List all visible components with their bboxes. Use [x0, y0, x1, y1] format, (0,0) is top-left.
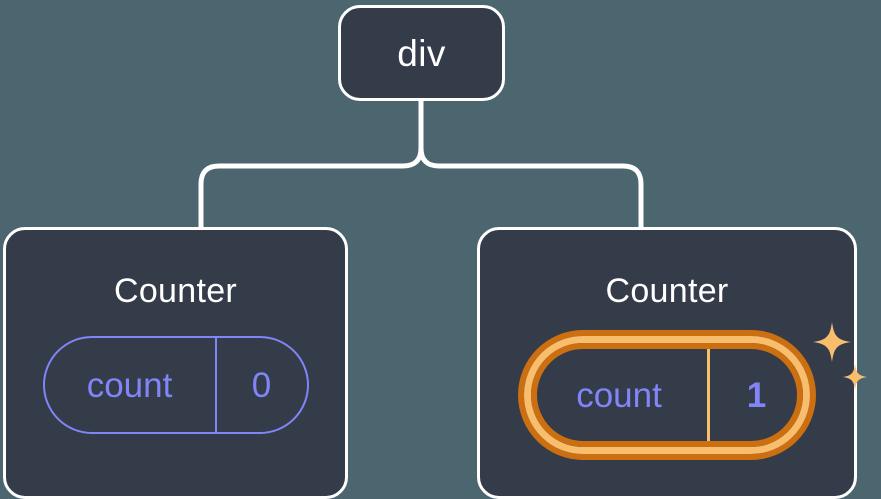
- node-counter-right[interactable]: Counter count 1: [477, 227, 867, 499]
- node-counter-left-label: Counter: [113, 272, 238, 310]
- node-div-label: div: [397, 32, 446, 74]
- state-value-left: 0: [251, 365, 272, 405]
- node-counter-left[interactable]: Counter count 0: [3, 227, 348, 499]
- state-pill-right[interactable]: count 1: [524, 336, 810, 454]
- state-value-right: 1: [746, 375, 767, 415]
- node-counter-right-label: Counter: [605, 272, 729, 310]
- sparkle-large-icon: [813, 322, 851, 362]
- state-pill-wrapper-left: count 0: [42, 336, 309, 434]
- node-div[interactable]: div: [338, 5, 505, 101]
- state-key-left: count: [45, 338, 217, 432]
- edge-div-to-counter-right: [418, 98, 644, 230]
- state-pill-wrapper-right: count 1: [524, 322, 867, 454]
- state-key-right: count: [531, 343, 710, 447]
- state-pill-left[interactable]: count 0: [42, 336, 309, 434]
- edge-div-to-counter-left: [198, 98, 424, 230]
